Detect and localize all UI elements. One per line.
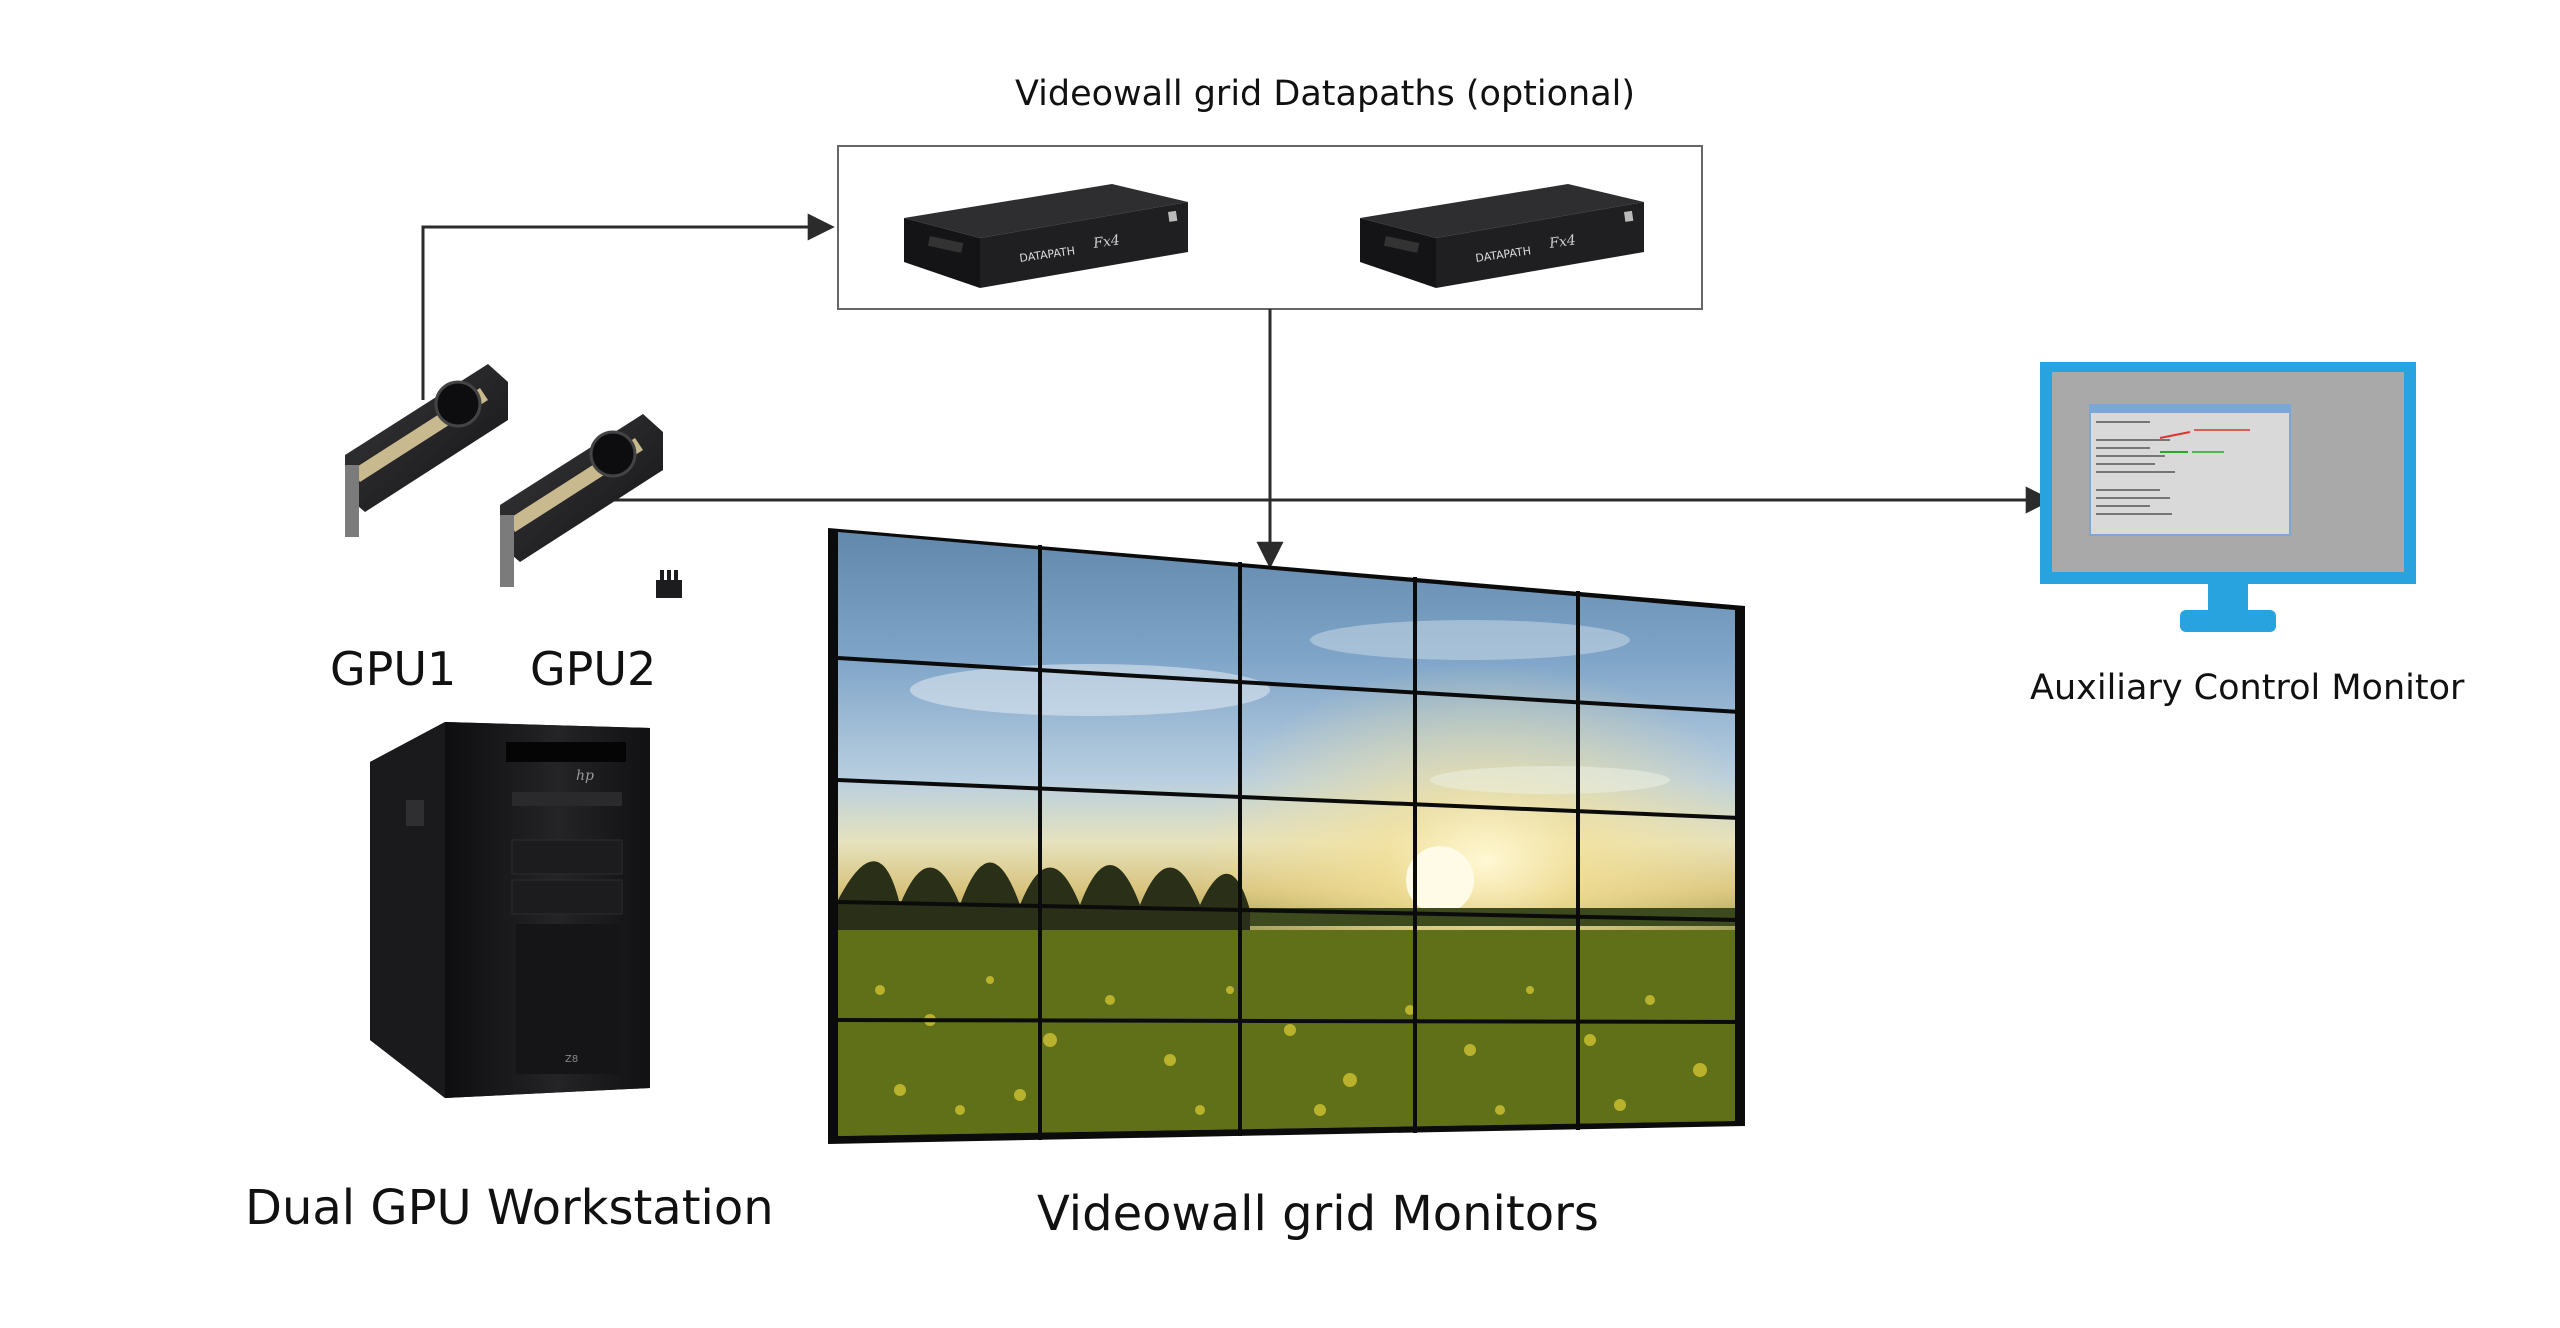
- workstation-brand-text: hp: [576, 768, 594, 784]
- monitor-icon: [2040, 362, 2416, 632]
- arrow-icon: [421, 213, 835, 400]
- videowall-bezels: [837, 545, 1741, 1140]
- gpu1-label: GPU1: [330, 642, 457, 696]
- videowall-label: Videowall grid Monitors: [1037, 1186, 1599, 1242]
- gpu-card-icon: [345, 364, 508, 537]
- svg-text:Z8: Z8: [565, 1054, 578, 1065]
- datapath-model-text: Fx4: [1547, 232, 1576, 252]
- datapath-box-icon: DATAPATH Fx4: [1360, 184, 1644, 288]
- usb-dongle-icon: [656, 570, 682, 598]
- aux-monitor-label: Auxiliary Control Monitor: [2030, 668, 2465, 708]
- datapath-box-icon: DATAPATH Fx4: [904, 184, 1188, 288]
- videowall-display: [828, 528, 1745, 1144]
- workstation-label: Dual GPU Workstation: [245, 1180, 774, 1236]
- gpu2-label: GPU2: [530, 642, 657, 696]
- gpu-card-icon: [500, 414, 663, 587]
- workstation-tower-icon: Z8 hp: [370, 722, 650, 1098]
- datapath-model-text: Fx4: [1091, 232, 1120, 252]
